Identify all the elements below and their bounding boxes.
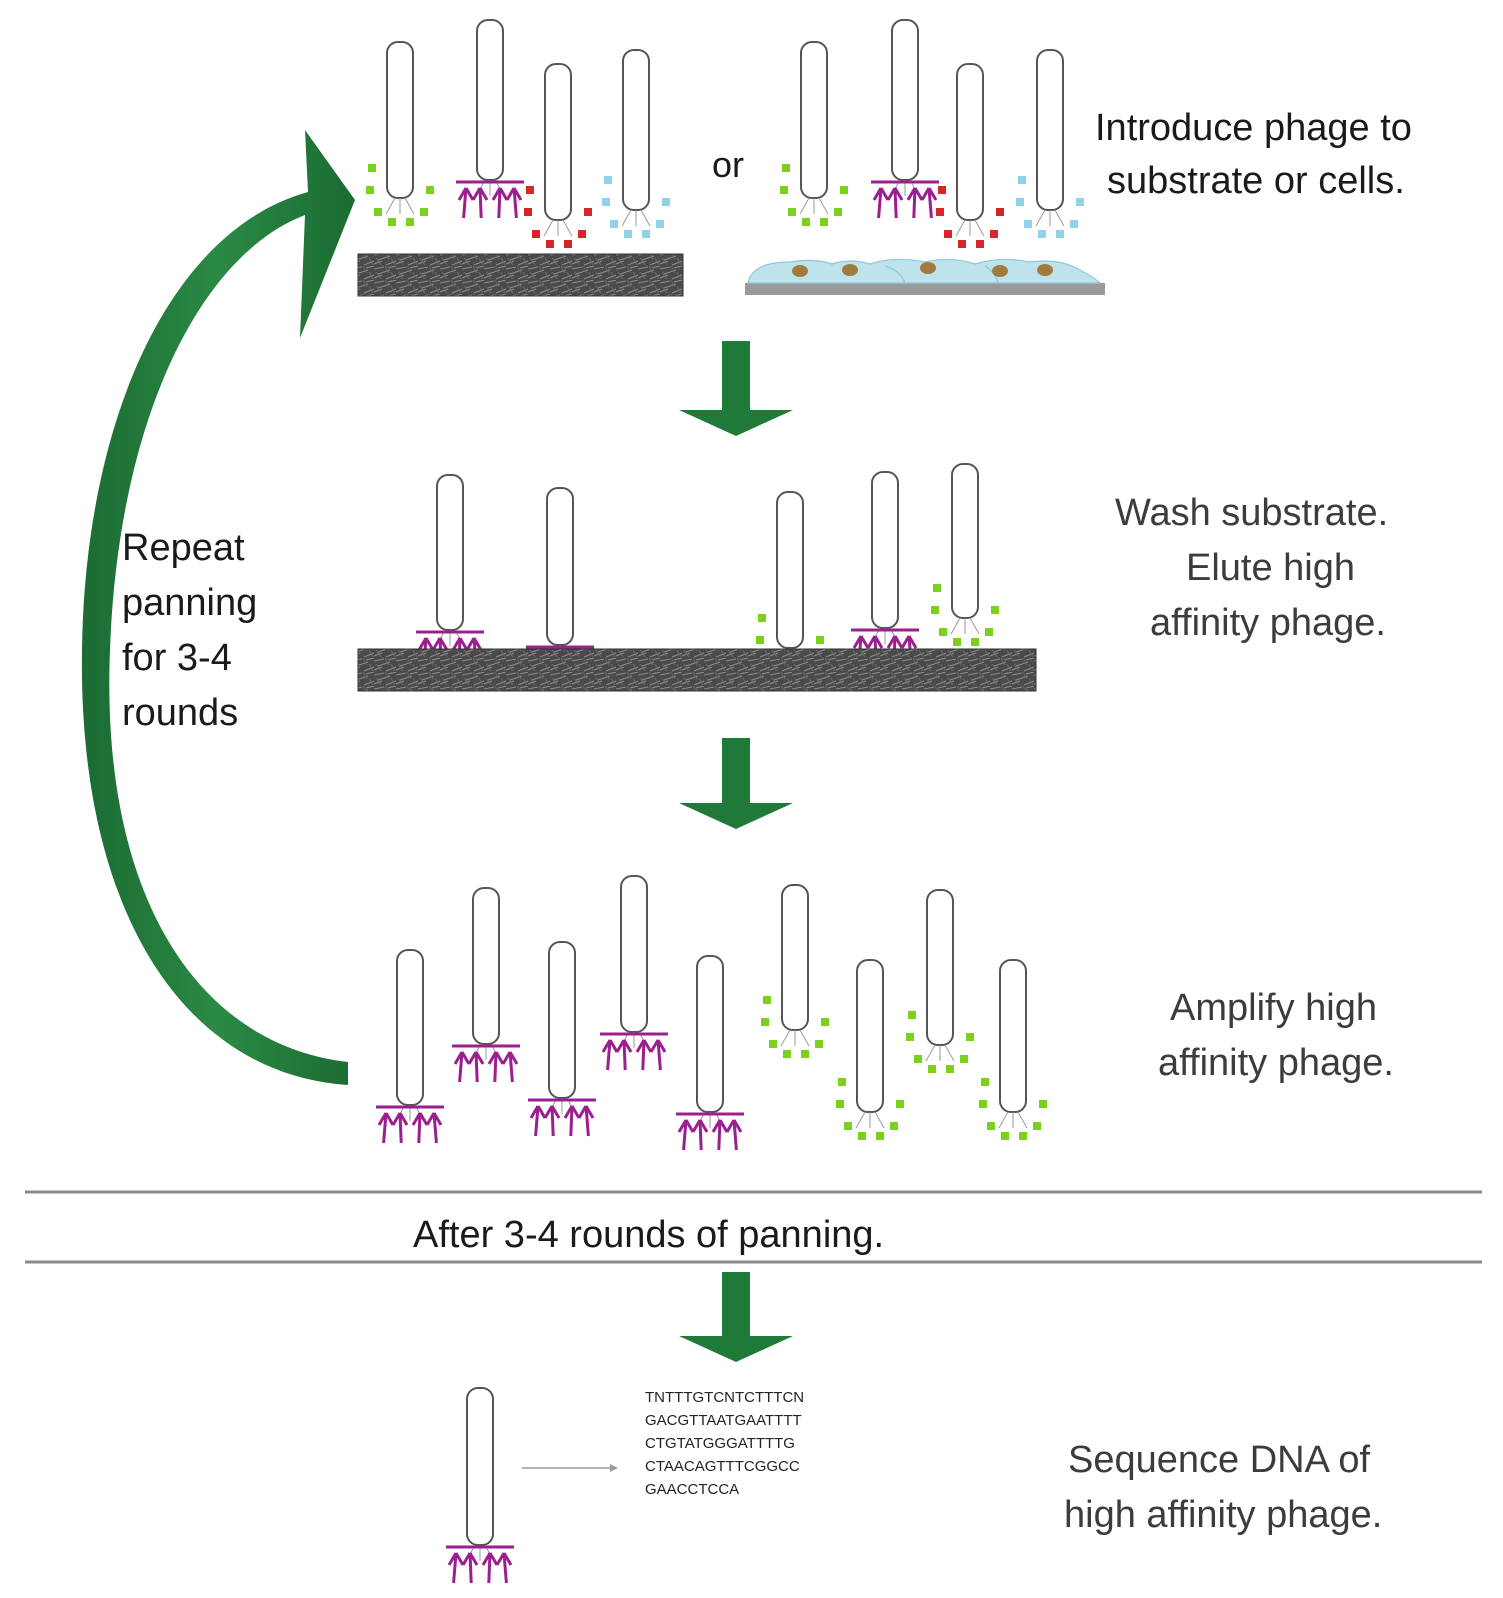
antibody-icon [456,180,524,219]
phage-particle [851,471,919,667]
antibody-icon [676,1112,744,1151]
phage-particle [761,884,829,1058]
wash-substrate-block [357,648,1037,692]
step4-caption-line1: Sequence DNA of [1068,1439,1371,1481]
green-peptide-icon [931,584,999,646]
step2-caption-line3: affinity phage. [1150,602,1386,644]
phage-particle [602,49,670,238]
phage-particle [676,955,744,1151]
antibody-icon [446,1545,514,1584]
phage-particle [836,959,904,1140]
phage-particle [524,63,592,248]
down-arrow-1 [679,341,793,436]
dna-sequence: TNTTTGTCNTCTTTCN GACGTTAATGAATTTT CTGTAT… [645,1389,804,1498]
phage-particle [416,474,484,669]
phage-particle [871,19,939,219]
phage-particle [931,463,999,646]
down-arrow-3 [679,1272,793,1362]
blue-peptide-icon [1016,176,1084,238]
step4-caption-line2: high affinity phage. [1064,1494,1382,1536]
antibody-icon [600,1032,668,1071]
down-arrow-2 [679,738,793,829]
step3-caption-line2: affinity phage. [1158,1042,1394,1084]
dna-sequence-line: CTAACAGTTTCGGCC [645,1458,800,1475]
or-label: or [712,144,744,185]
step1-caption: Introduce phage to substrate or cells. [1095,107,1412,202]
repeat-label-line4: rounds [122,692,238,734]
phage-particle [780,41,848,226]
phage-particle [906,889,974,1073]
green-peptide-icon [906,1011,974,1073]
sequence-pointer-head [610,1464,618,1472]
cell-nucleus [842,264,858,276]
repeat-label-line3: for 3-4 [122,637,232,679]
step2-caption-line2: Elute high [1186,547,1355,589]
cell-nucleus [992,265,1008,277]
phage-particle [376,949,444,1144]
phage-particle [936,63,1004,248]
cell-nucleus [920,262,936,274]
repeat-label-line1: Repeat [122,527,245,569]
cell-nucleus [1037,264,1053,276]
repeat-label: Repeat panning for 3-4 rounds [122,527,257,734]
phage-particle [756,491,824,676]
dna-sequence-line: CTGTATGGGATTTTG [645,1435,795,1452]
dna-sequence-line: GACGTTAATGAATTTT [645,1412,802,1429]
substrate-block [357,253,684,297]
antibody-icon [871,180,939,219]
phage-particle [452,887,520,1083]
step1-cells-panel [745,258,1105,295]
red-peptide-icon [936,186,1004,248]
green-peptide-icon [366,164,434,226]
antibody-icon [528,1098,596,1137]
phage-particle [456,19,524,219]
step2-caption: Wash substrate. Elute high affinity phag… [1115,492,1388,644]
repeat-loop-arrow [81,130,356,1085]
cell-plate [745,283,1105,295]
step1-caption-line1: Introduce phage to [1095,107,1412,149]
dna-sequence-line: GAACCTCCA [645,1481,739,1498]
antibody-icon [452,1044,520,1083]
divider-label: After 3-4 rounds of panning. [413,1214,884,1256]
phage-particle [979,959,1047,1140]
phage-particle [1016,49,1084,238]
step2-caption-line1: Wash substrate. [1115,492,1388,534]
step1-substrate-panel [357,253,684,297]
phage-particle [600,875,668,1071]
green-peptide-icon [836,1078,904,1140]
repeat-label-line2: panning [122,582,257,624]
phage-particle [446,1387,514,1584]
step4-caption: Sequence DNA of high affinity phage. [1064,1439,1382,1536]
cell-nucleus [792,265,808,277]
phage-particle [366,41,434,226]
red-peptide-icon [524,186,592,248]
green-peptide-icon [780,164,848,226]
green-peptide-icon [979,1078,1047,1140]
antibody-icon [376,1105,444,1144]
step1-caption-line2: substrate or cells. [1107,160,1405,202]
phage-particle [528,941,596,1137]
step3-caption-line1: Amplify high [1170,987,1377,1029]
green-peptide-icon [761,996,829,1058]
blue-peptide-icon [602,176,670,238]
step3-caption: Amplify high affinity phage. [1158,987,1394,1084]
dna-sequence-line: TNTTTGTCNTCTTTCN [645,1389,804,1406]
